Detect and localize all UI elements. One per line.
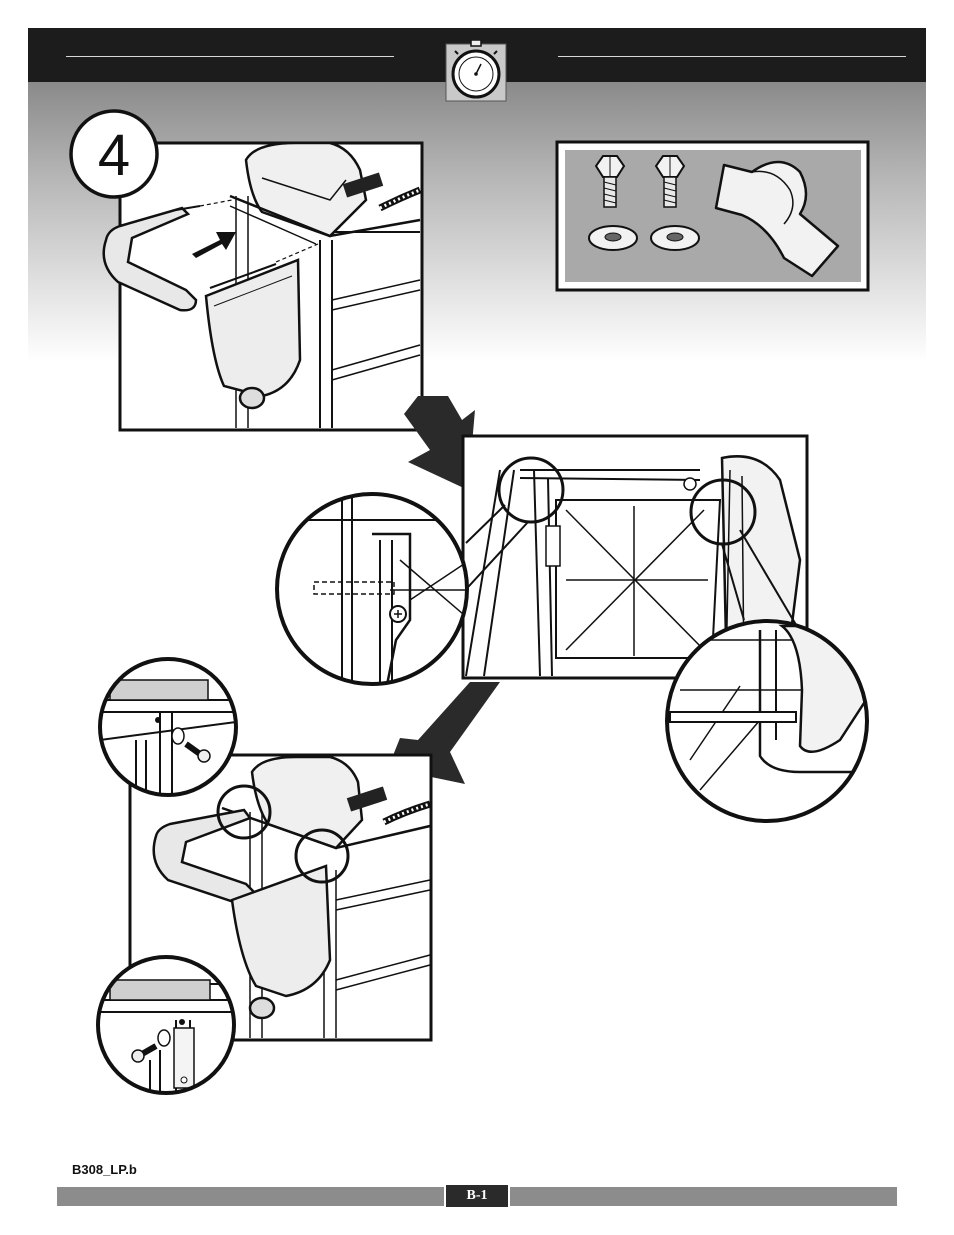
page-number: B-1 bbox=[446, 1185, 508, 1207]
document-code: B308_LP.b bbox=[72, 1162, 137, 1177]
step-panel-top bbox=[104, 143, 422, 430]
step-number: 4 bbox=[98, 123, 130, 188]
footer-bar-right bbox=[510, 1187, 897, 1206]
detail-zoom-right bbox=[667, 621, 870, 821]
step-number-circle: 4 bbox=[71, 111, 157, 197]
footer-bar-left bbox=[57, 1187, 444, 1206]
hardware-parts-panel bbox=[557, 142, 868, 290]
washer-icon bbox=[651, 226, 699, 250]
detail-zoom-lower-left bbox=[98, 957, 234, 1100]
washer-icon bbox=[589, 226, 637, 250]
detail-zoom-left bbox=[277, 494, 470, 700]
